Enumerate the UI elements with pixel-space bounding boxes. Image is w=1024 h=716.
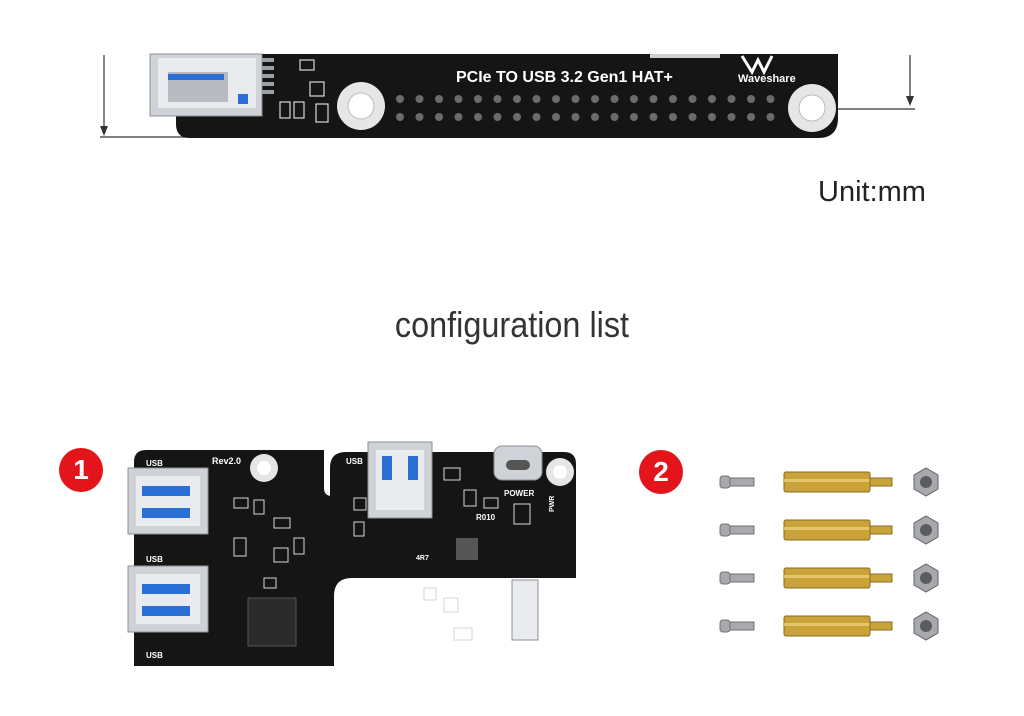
nut-hole — [920, 476, 932, 488]
item-number-badge: 2 — [639, 450, 683, 494]
standoff-highlight — [784, 479, 870, 482]
board-label-inductor: 4R7 — [416, 555, 429, 562]
unit-label: Unit:mm — [818, 176, 926, 208]
screw-icon — [719, 619, 731, 633]
gpio-pin — [688, 95, 697, 103]
gpio-pin — [630, 113, 638, 121]
gpio-pin — [435, 95, 443, 103]
screw-thread — [729, 525, 755, 535]
gpio-pin — [610, 113, 619, 121]
gpio-pin — [513, 95, 521, 103]
gpio-pin — [708, 113, 716, 121]
nut-hole — [920, 524, 932, 536]
gpio-pin — [396, 113, 404, 121]
screw-thread — [729, 621, 755, 631]
gpio-pin — [532, 95, 541, 103]
standoff-thread — [869, 573, 893, 583]
nut-hole — [920, 620, 932, 632]
board-label-pwr: PWR — [549, 496, 556, 512]
gpio-pin — [727, 95, 736, 103]
gpio-pin — [766, 95, 775, 103]
board-title: PCIe TO USB 3.2 Gen1 HAT+ — [456, 69, 673, 86]
section-title: configuration list — [394, 304, 630, 345]
gpio-pin — [552, 113, 560, 121]
standoff-thread — [869, 477, 893, 487]
standoff-highlight — [784, 527, 870, 530]
gpio-pin — [708, 95, 716, 103]
gpio-pin — [396, 95, 404, 103]
nut-hole — [920, 572, 932, 584]
gpio-pin — [571, 113, 580, 121]
gpio-pin — [766, 113, 775, 121]
item-number-badge: 1 — [59, 448, 103, 492]
screw-icon — [719, 523, 731, 537]
top-board-drawing: PCIe TO USB 3.2 Gen1 HAT+ Waveshare — [100, 53, 915, 138]
gpio-pin — [571, 95, 580, 103]
standoff-thread — [869, 525, 893, 535]
gpio-pin — [591, 113, 599, 121]
screw-thread — [729, 477, 755, 487]
screw-icon — [719, 571, 731, 585]
gpio-pin — [415, 95, 424, 103]
gpio-pin — [435, 113, 443, 121]
board-label-usb2: USB — [346, 457, 363, 466]
gpio-pin — [610, 95, 619, 103]
gpio-pin — [454, 95, 463, 103]
board-label-usb3: USB — [146, 555, 163, 564]
board-label-rev: Rev2.0 — [212, 456, 241, 466]
gpio-pin — [669, 95, 677, 103]
gpio-pin — [552, 95, 560, 103]
gpio-pin — [591, 95, 599, 103]
gpio-pin — [649, 95, 658, 103]
gpio-pin — [474, 95, 482, 103]
standoff-highlight — [784, 575, 870, 578]
gpio-pin — [669, 113, 677, 121]
gpio-pin — [688, 113, 697, 121]
board-label-usb1: USB — [146, 459, 163, 468]
gpio-pin — [493, 113, 502, 121]
gpio-pin — [727, 113, 736, 121]
gpio-pin — [474, 113, 482, 121]
gpio-pin — [513, 113, 521, 121]
standoff-highlight — [784, 623, 870, 626]
board-label-power: POWER — [504, 489, 534, 498]
gpio-pin — [747, 113, 755, 121]
gpio-pin — [532, 113, 541, 121]
gpio-pin — [415, 113, 424, 121]
gpio-pin — [630, 95, 638, 103]
screw-thread — [729, 573, 755, 583]
gpio-pin — [454, 113, 463, 121]
board-label-r010: R010 — [476, 513, 496, 522]
hat-board-image: USB Rev2.0 USB USB USB POWER PWR R010 4R… — [127, 441, 576, 666]
gpio-pin — [747, 95, 755, 103]
mounting-hardware-image — [719, 467, 939, 641]
gpio-pin — [493, 95, 502, 103]
screw-icon — [719, 475, 731, 489]
board-label-usb4: USB — [146, 651, 163, 660]
gpio-pin — [649, 113, 658, 121]
standoff-thread — [869, 621, 893, 631]
brand-label: Waveshare — [738, 73, 796, 85]
